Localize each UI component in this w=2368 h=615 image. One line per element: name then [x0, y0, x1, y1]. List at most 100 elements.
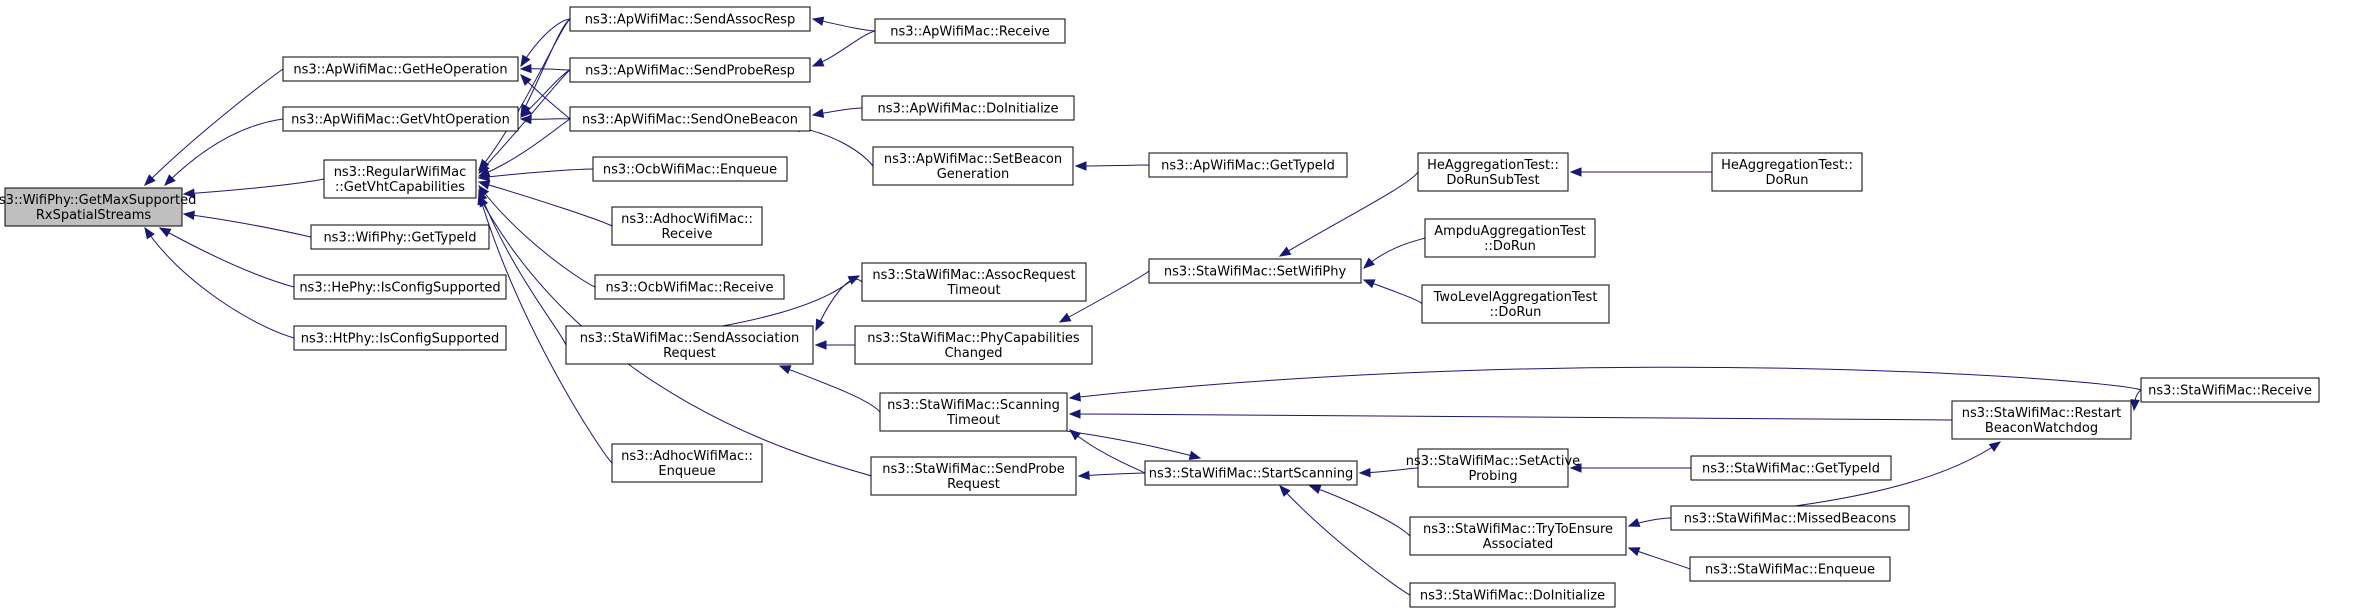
node-sta-gettypeid[interactable]: ns3::StaWifiMac::GetTypeId: [1690, 455, 1892, 481]
node-htphy-isconfig[interactable]: ns3::HtPhy::IsConfigSupported: [293, 325, 507, 351]
node-box: [1148, 258, 1362, 284]
node-box: [1148, 152, 1348, 178]
edge-line: [789, 125, 874, 167]
arrow-head-icon: [1358, 467, 1371, 478]
edge-getvhtoperation-to-getmaxsupported: [164, 118, 284, 186]
node-getvhtoperation[interactable]: ns3::ApWifiMac::GetVhtOperation: [282, 106, 519, 132]
node-label: Timeout: [946, 413, 1000, 428]
node-ampdu-dorun[interactable]: AmpduAggregationTest::DoRun: [1424, 218, 1596, 258]
node-label: DoRunSubTest: [1446, 173, 1539, 188]
arrow-head-icon: [778, 365, 792, 375]
node-box: [282, 56, 519, 82]
node-label: ns3::StaWifiMac::SetWifiPhy: [1164, 265, 1347, 280]
node-box: [872, 146, 1074, 186]
arrow-head-icon: [519, 63, 532, 74]
edge-ap_receive-to-sendassocresp: [811, 16, 876, 32]
node-label: ns3::StaWifiMac::GetTypeId: [1702, 462, 1880, 477]
node-label: ns3::OcbWifiMac::Receive: [605, 281, 773, 296]
edge-heagg_dorun-to-heagg_dorunsub: [1569, 167, 1713, 177]
node-twolevel-dorun[interactable]: TwoLevelAggregationTest::DoRun: [1421, 284, 1610, 324]
node-heagg-dorunsub[interactable]: HeAggregationTest::DoRunSubTest: [1417, 152, 1569, 192]
edge-line: [1069, 429, 1146, 474]
node-getheoperation[interactable]: ns3::ApWifiMac::GetHeOperation: [282, 56, 519, 82]
node-adhoc-receive[interactable]: ns3::AdhocWifiMac::Receive: [611, 206, 763, 246]
node-box: [1670, 505, 1910, 531]
node-label: ::GetVhtCapabilities: [335, 180, 465, 195]
node-label: ns3::HePhy::IsConfigSupported: [299, 281, 500, 296]
node-box: [854, 325, 1093, 365]
node-sendproberesp[interactable]: ns3::ApWifiMac::SendProbeResp: [569, 57, 811, 83]
node-sendonebeacon[interactable]: ns3::ApWifiMac::SendOneBeacon: [569, 106, 811, 132]
node-setwifiphy[interactable]: ns3::StaWifiMac::SetWifiPhy: [1148, 258, 1362, 284]
node-label: ns3::StaWifiMac::Enqueue: [1705, 563, 1875, 578]
node-label: ns3::StaWifiMac::MissedBeacons: [1684, 512, 1897, 527]
edge-hephy_isconfig-to-getmaxsupported: [158, 227, 295, 288]
node-getvhtcapabilities[interactable]: ns3::RegularWifiMac::GetVhtCapabilities: [323, 159, 477, 199]
node-getmaxsupported[interactable]: ns3::WifiPhy::GetMaxSupportedRxSpatialSt…: [0, 187, 196, 227]
arrow-head-icon: [158, 227, 172, 238]
node-label: ns3::StaWifiMac::SetActive: [1406, 454, 1580, 469]
node-label: Probing: [1469, 469, 1518, 484]
edge-assocreqtimeout-to-sendassocreq: [815, 279, 863, 332]
edge-ap_receive-to-sendproberesp: [811, 30, 876, 67]
node-ap-receive[interactable]: ns3::ApWifiMac::Receive: [874, 18, 1066, 44]
arrow-head-icon: [477, 172, 490, 182]
node-wifiphy-gettypeid[interactable]: ns3::WifiPhy::GetTypeId: [310, 224, 490, 250]
edge-missedbeacons-to-trytoensure: [1627, 517, 1672, 527]
node-label: ns3::ApWifiMac::GetVhtOperation: [291, 113, 510, 128]
node-box: [1421, 284, 1610, 324]
node-label: Timeout: [946, 283, 1000, 298]
edge-sendonebeacon-to-getheoperation: [520, 74, 571, 120]
arrow-head-icon: [1068, 409, 1081, 419]
edge-sendproberesp-to-getvhtoperation: [519, 69, 571, 118]
node-sta-receive[interactable]: ns3::StaWifiMac::Receive: [2140, 377, 2320, 403]
edge-line: [478, 18, 571, 171]
node-startscanning[interactable]: ns3::StaWifiMac::StartScanning: [1144, 460, 1358, 486]
node-box: [2140, 377, 2320, 403]
node-label: HeAggregationTest::: [1427, 158, 1559, 173]
node-sendassocresp[interactable]: ns3::ApWifiMac::SendAssocResp: [569, 6, 811, 32]
node-label: ns3::ApWifiMac::DoInitialize: [877, 102, 1058, 117]
node-label: HeAggregationTest::: [1721, 158, 1853, 173]
node-label: Enqueue: [658, 464, 715, 479]
node-sta-doinitialize[interactable]: ns3::StaWifiMac::DoInitialize: [1409, 582, 1616, 608]
edge-line: [1279, 485, 1411, 596]
node-box: [310, 224, 490, 250]
node-sta-enqueue[interactable]: ns3::StaWifiMac::Enqueue: [1689, 556, 1891, 582]
edge-setactiveprobing-to-startscanning: [1358, 467, 1419, 478]
node-adhoc-enqueue[interactable]: ns3::AdhocWifiMac::Enqueue: [611, 443, 763, 483]
arrow-head-icon: [520, 74, 532, 86]
node-ap-gettypeid[interactable]: ns3::ApWifiMac::GetTypeId: [1148, 152, 1348, 178]
node-label: ns3::RegularWifiMac: [334, 165, 467, 180]
node-label: ns3::StaWifiMac::Restart: [1962, 406, 2122, 421]
arrow-head-icon: [1627, 517, 1641, 527]
edge-line: [1075, 164, 1150, 167]
node-label: BeaconWatchdog: [1985, 421, 2098, 436]
edge-line: [779, 365, 881, 413]
edge-line: [144, 68, 284, 186]
edge-sta_enqueue-to-trytoensure: [1627, 547, 1691, 570]
node-label: ns3::StaWifiMac::Scanning: [887, 398, 1060, 413]
node-missedbeacons[interactable]: ns3::StaWifiMac::MissedBeacons: [1670, 505, 1910, 531]
arrow-head-icon: [144, 174, 156, 186]
edge-line: [144, 227, 295, 339]
node-heagg-dorun[interactable]: HeAggregationTest::DoRun: [1711, 152, 1863, 192]
node-label: ns3::StaWifiMac::SendProbe: [882, 462, 1064, 477]
node-hephy-isconfig[interactable]: ns3::HePhy::IsConfigSupported: [293, 274, 507, 300]
edge-ocb_enqueue-to-getvhtcapabilities: [477, 168, 594, 182]
node-label: ns3::StaWifiMac::SendAssociation: [580, 331, 800, 346]
node-ocb-receive[interactable]: ns3::OcbWifiMac::Receive: [594, 274, 785, 300]
node-ap-doinitialize[interactable]: ns3::ApWifiMac::DoInitialize: [861, 95, 1075, 121]
arrow-head-icon: [847, 275, 861, 285]
node-box: [861, 262, 1087, 302]
node-ocb-enqueue[interactable]: ns3::OcbWifiMac::Enqueue: [592, 156, 788, 182]
